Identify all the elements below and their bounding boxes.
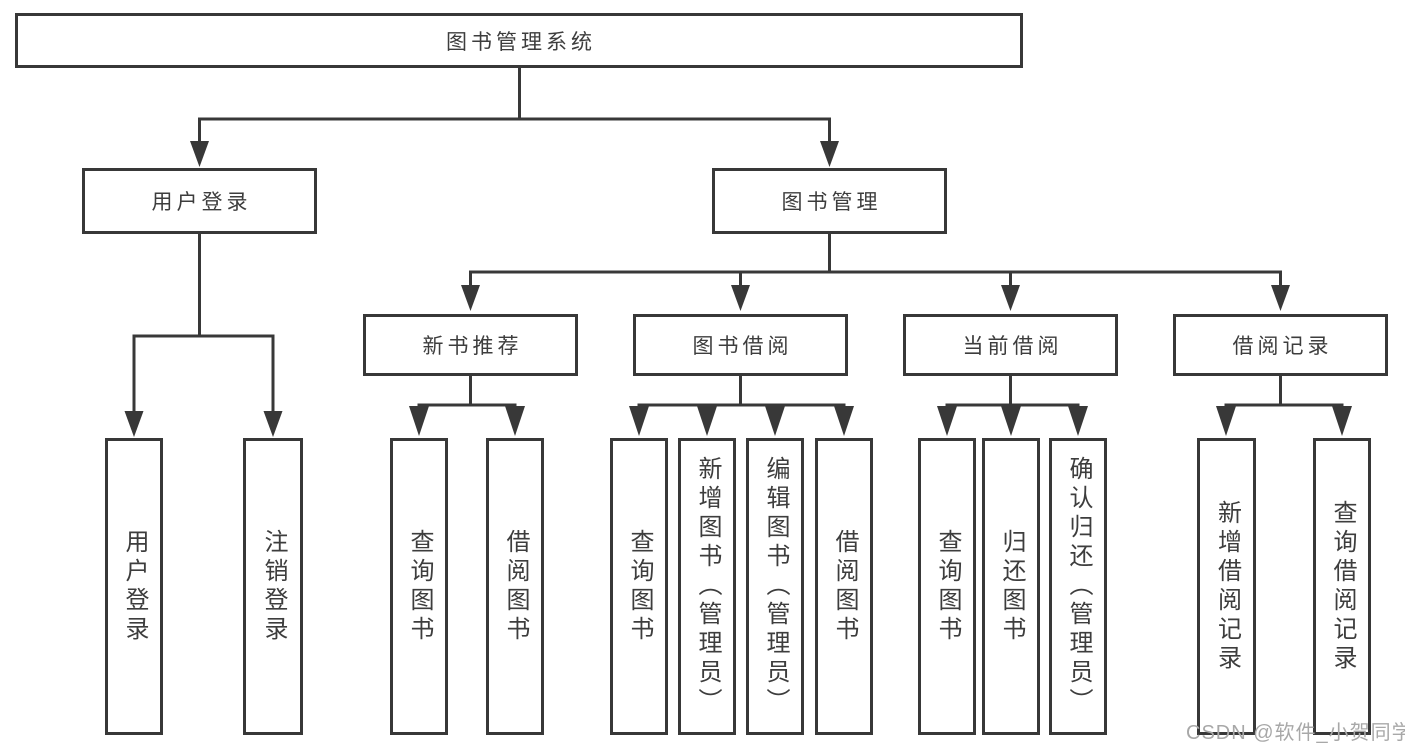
node-label: 查询图书 <box>406 528 433 645</box>
node-label: 借阅图书 <box>502 528 529 645</box>
node-label: 确认归还（管理员） <box>1065 456 1092 717</box>
node-book-borrow: 图书借阅 <box>633 314 848 376</box>
node-book-management: 图书管理 <box>712 168 947 234</box>
node-label: 用户登录 <box>121 528 148 645</box>
arrow-down-icon <box>1216 406 1236 436</box>
arrow-down-icon <box>1068 406 1088 436</box>
node-label: 查询图书 <box>934 528 961 645</box>
node-borrow-books: 借阅图书 <box>486 438 544 735</box>
node-return-books: 归还图书 <box>982 438 1040 735</box>
node-label: 新增借阅记录 <box>1213 499 1241 674</box>
arrow-down-icon <box>505 406 525 436</box>
node-label: 编辑图书（管理员） <box>762 456 789 717</box>
arrow-down-icon <box>820 141 839 167</box>
arrow-down-icon <box>124 411 144 437</box>
node-label: 图书借阅 <box>692 335 793 358</box>
arrow-down-icon <box>697 406 717 436</box>
arrow-down-icon <box>765 406 785 436</box>
node-current-borrow: 当前借阅 <box>903 314 1118 376</box>
node-label: 图书管理 <box>781 191 882 214</box>
node-user-login: 用户登录 <box>82 168 317 234</box>
node-label: 当前借阅 <box>962 335 1063 358</box>
arrow-down-icon <box>629 406 649 436</box>
node-confirm-return-admin: 确认归还（管理员） <box>1049 438 1107 735</box>
node-label: 新增图书（管理员） <box>694 456 721 717</box>
connector-line <box>1224 374 1344 407</box>
node-logout: 注销登录 <box>243 438 303 735</box>
node-query-books: 查询图书 <box>390 438 448 735</box>
node-borrow-books: 借阅图书 <box>815 438 873 735</box>
node-add-books-admin: 新增图书（管理员） <box>678 438 736 735</box>
node-label: 用户登录 <box>151 191 252 214</box>
node-label: 归还图书 <box>998 528 1025 645</box>
watermark: CSDN @软件_小贺同学 <box>1186 722 1405 744</box>
node-label: 借阅图书 <box>831 528 858 645</box>
node-edit-books-admin: 编辑图书（管理员） <box>746 438 804 735</box>
node-add-borrow-record: 新增借阅记录 <box>1197 438 1256 735</box>
node-new-book-recommend: 新书推荐 <box>363 314 578 376</box>
arrow-down-icon <box>1332 406 1352 436</box>
node-label: 查询借阅记录 <box>1329 499 1356 674</box>
arrow-down-icon <box>409 406 429 436</box>
node-label: 图书管理系统 <box>446 30 596 54</box>
arrow-down-icon <box>461 285 480 311</box>
connector-current-borrow-children <box>937 374 1088 436</box>
connector-line <box>198 66 831 145</box>
arrow-down-icon <box>263 411 283 437</box>
node-borrow-record: 借阅记录 <box>1173 314 1388 376</box>
node-root: 图书管理系统 <box>15 13 1023 68</box>
connector-user-login-children <box>124 232 283 437</box>
connector-line <box>469 232 1282 289</box>
node-label: 注销登录 <box>260 528 287 645</box>
connector-line <box>945 374 1080 407</box>
arrow-down-icon <box>1271 285 1290 311</box>
arrow-down-icon <box>937 406 957 436</box>
node-label: 新书推荐 <box>422 335 523 358</box>
connector-root-to-level1 <box>190 66 839 167</box>
connector-book-borrow-children <box>629 374 854 436</box>
connector-borrow-record-children <box>1216 374 1352 436</box>
node-user-login-leaf: 用户登录 <box>105 438 163 735</box>
node-label: 查询图书 <box>626 528 653 645</box>
connector-book-management-children <box>461 232 1290 311</box>
arrow-down-icon <box>1001 406 1021 436</box>
arrow-down-icon <box>190 141 209 167</box>
node-query-borrow-record: 查询借阅记录 <box>1313 438 1371 735</box>
arrow-down-icon <box>1001 285 1020 311</box>
connector-line <box>417 374 517 407</box>
arrow-down-icon <box>834 406 854 436</box>
connector-new-book-children <box>409 374 525 436</box>
node-label: 借阅记录 <box>1232 335 1333 358</box>
connector-line <box>637 374 846 407</box>
arrow-down-icon <box>731 285 750 311</box>
connector-line <box>132 232 275 414</box>
node-query-books: 查询图书 <box>918 438 976 735</box>
node-query-books: 查询图书 <box>610 438 668 735</box>
